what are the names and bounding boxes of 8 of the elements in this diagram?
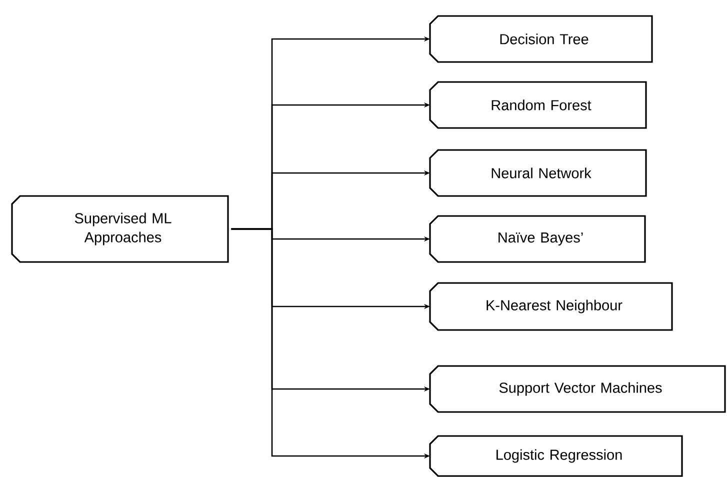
process-box: Support Vector Machines (429, 365, 726, 413)
process-box: K-Nearest Neighbour (429, 282, 673, 331)
process-box: Naïve Bayes’ (429, 215, 646, 263)
process-box: Neural Network (429, 149, 647, 197)
process-box: Random Forest (429, 81, 647, 129)
process-box: Logistic Regression (429, 435, 683, 477)
process-box: Supervised ML Approaches (11, 195, 229, 263)
process-box: Decision Tree (429, 15, 653, 63)
